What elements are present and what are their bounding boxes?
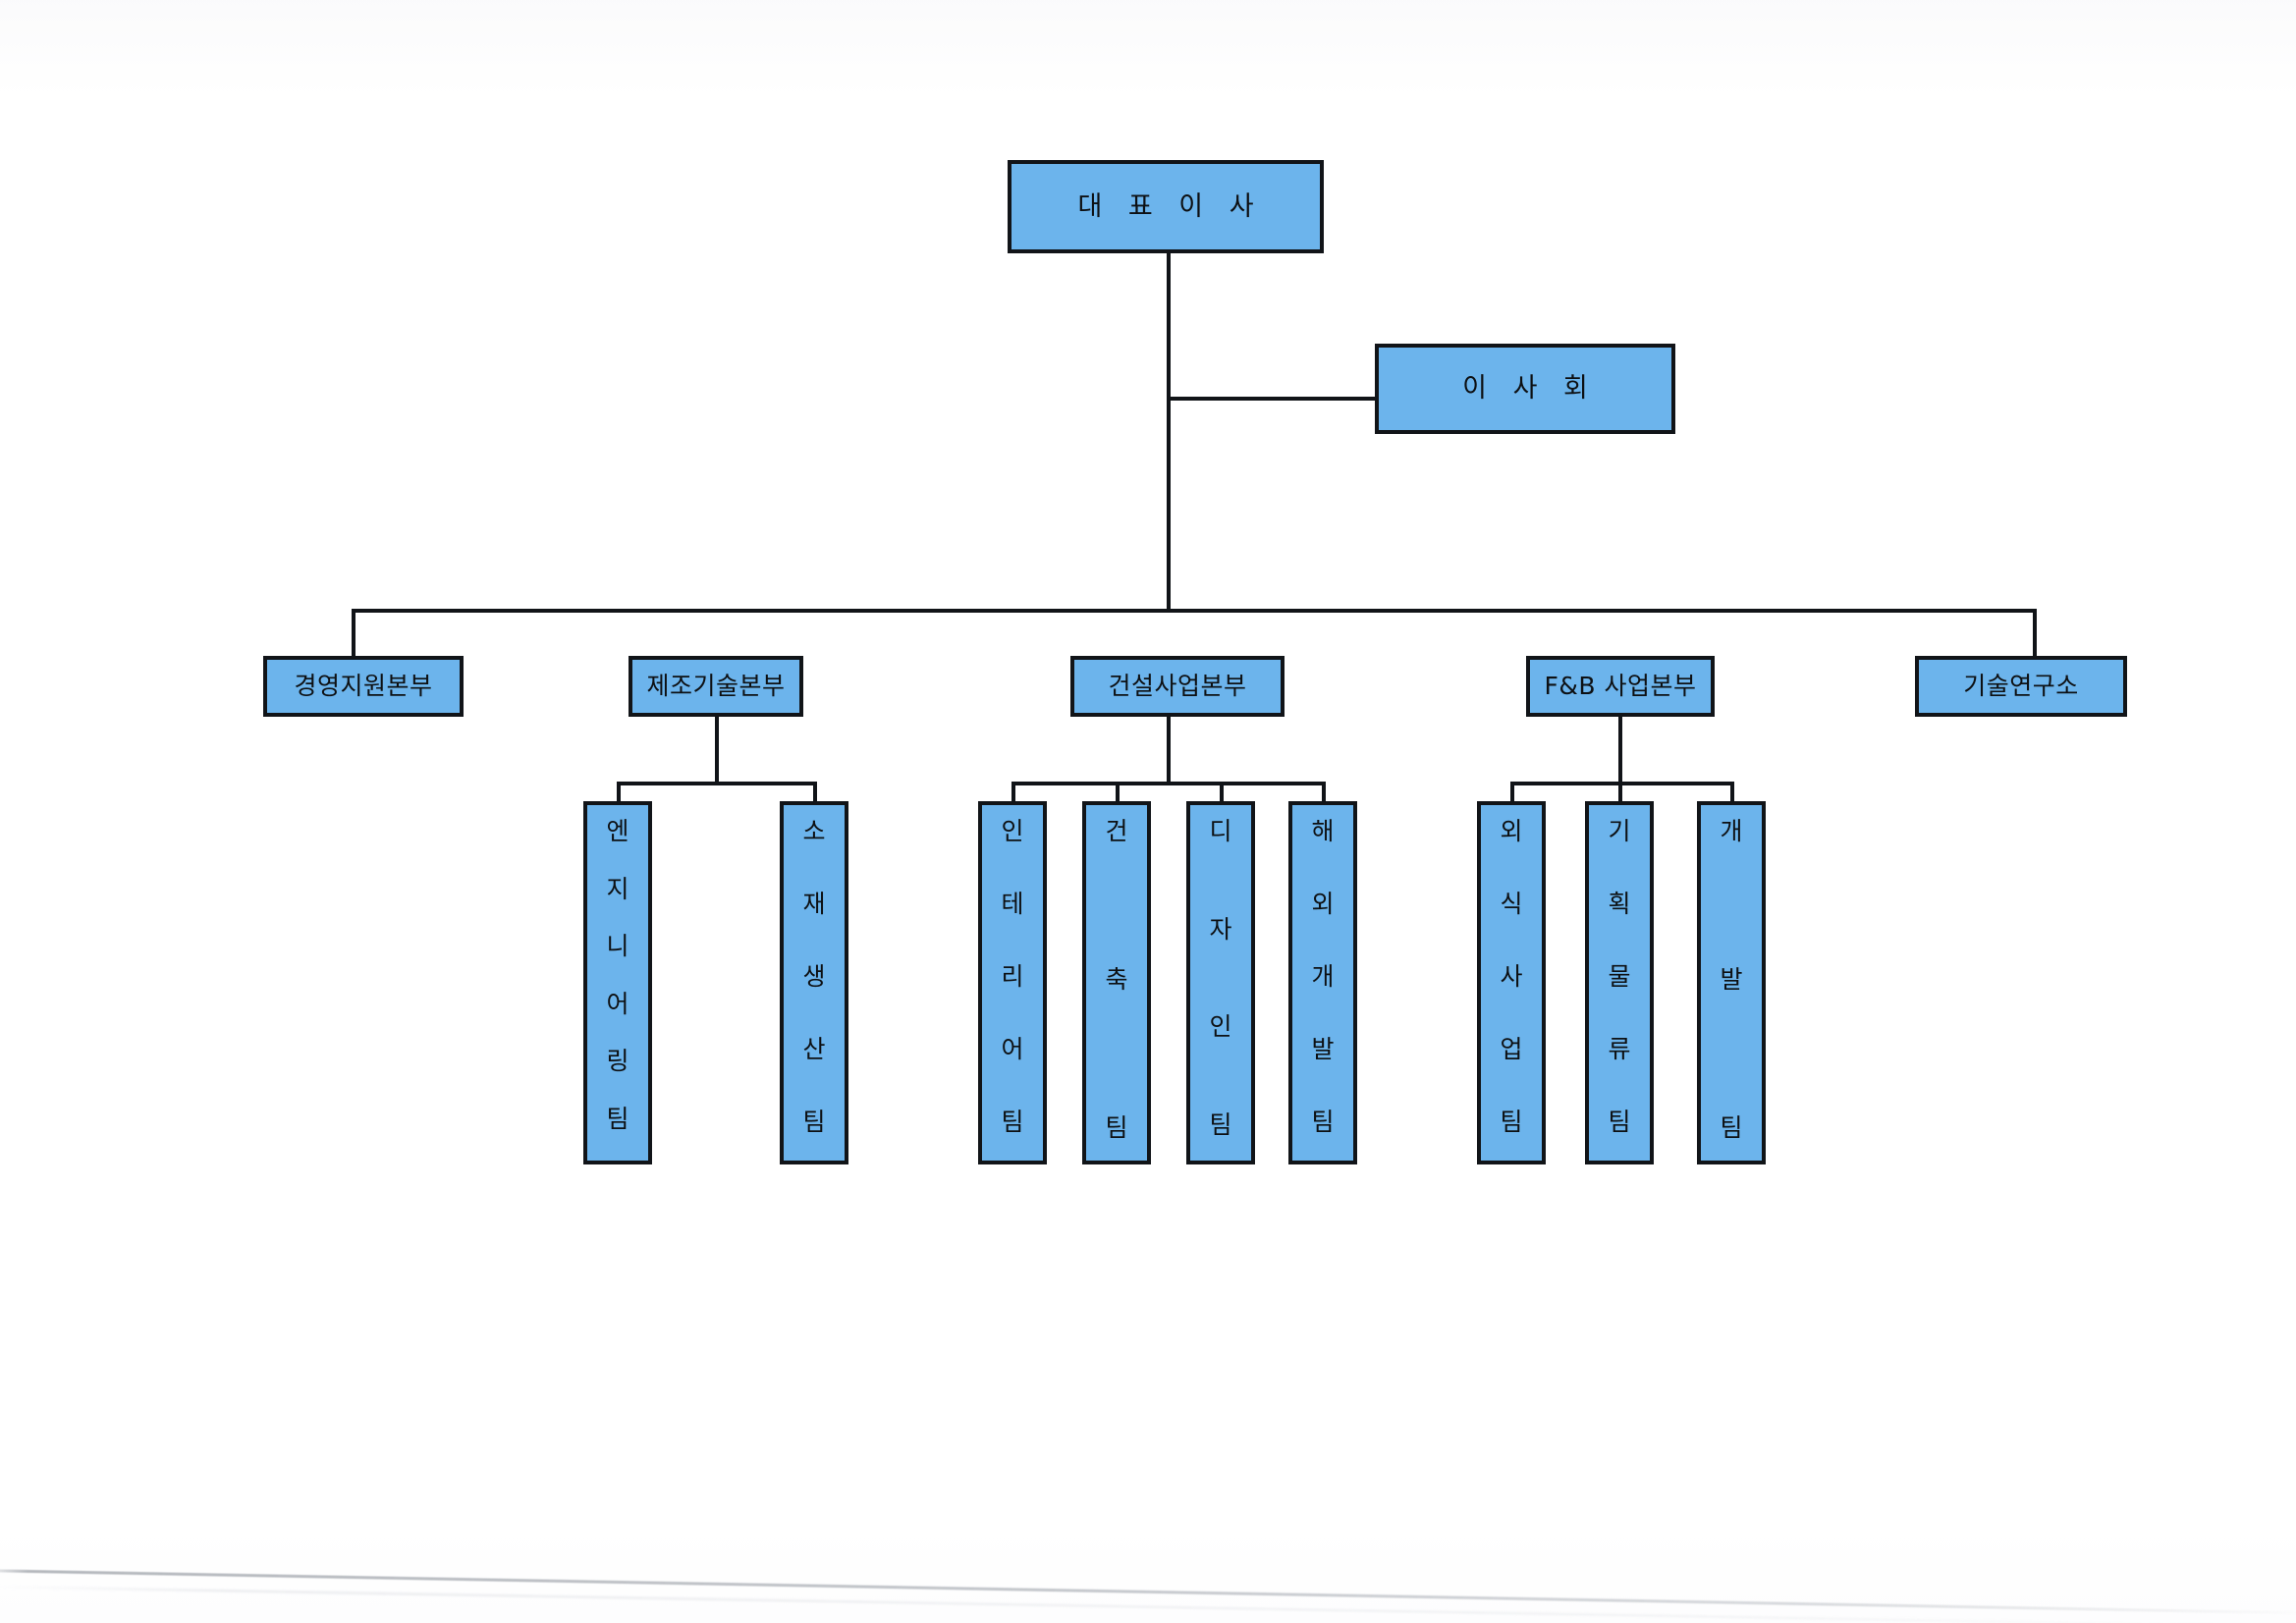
- syllable: 외: [1311, 890, 1335, 918]
- node-division-management-support[interactable]: 경영지원본부: [263, 656, 464, 717]
- syllable: 인: [1209, 1012, 1232, 1042]
- syllable: 물: [1608, 962, 1631, 991]
- syllable: 팀: [1500, 1108, 1523, 1136]
- connector-drop-engineering: [617, 782, 621, 803]
- node-ceo-label: 대 표 이 사: [1077, 190, 1263, 222]
- connector-drop-management: [352, 609, 355, 656]
- syllable: 링: [606, 1047, 629, 1076]
- syllable: 니: [606, 932, 629, 961]
- syllable: 생: [802, 962, 826, 991]
- syllable: 테: [1001, 890, 1024, 918]
- connector-drop-development: [1730, 782, 1734, 803]
- syllable: 소: [802, 817, 826, 845]
- syllable: 어: [1001, 1035, 1024, 1063]
- syllable: 팀: [1311, 1108, 1335, 1136]
- syllable: 해: [1311, 817, 1335, 845]
- node-division-rnd-institute[interactable]: 기술연구소: [1915, 656, 2127, 717]
- connector-drop-overseas: [1322, 782, 1326, 803]
- syllable: 리: [1001, 962, 1024, 991]
- connector-stem-fnb: [1618, 717, 1622, 785]
- syllable: 발: [1311, 1035, 1335, 1063]
- syllable: 업: [1500, 1035, 1523, 1063]
- node-ceo[interactable]: 대 표 이 사: [1008, 160, 1324, 253]
- node-division-rnd-institute-label: 기술연구소: [1963, 671, 2079, 700]
- connector-drop-architecture: [1116, 782, 1120, 803]
- connector-bus-fnb: [1510, 782, 1734, 785]
- syllable: 팀: [1209, 1109, 1232, 1139]
- syllable: 개: [1720, 817, 1743, 845]
- syllable: 건: [1105, 817, 1128, 845]
- syllable: 사: [1500, 962, 1523, 991]
- connector-ceo-stem: [1167, 251, 1171, 611]
- syllable: 인: [1001, 817, 1024, 845]
- node-division-fnb-business-label: F&B 사업본부: [1544, 671, 1697, 700]
- syllable: 어: [606, 989, 629, 1018]
- connector-drop-material: [813, 782, 817, 803]
- syllable: 외: [1500, 817, 1523, 845]
- syllable: 축: [1105, 965, 1128, 994]
- syllable: 팀: [606, 1104, 629, 1133]
- syllable: 식: [1500, 890, 1523, 918]
- connector-drop-interior: [1011, 782, 1015, 803]
- syllable: 팀: [1608, 1108, 1631, 1136]
- syllable: 기: [1608, 817, 1631, 845]
- syllable: 팀: [802, 1108, 826, 1136]
- syllable: 지: [606, 874, 629, 903]
- connector-stem-construction: [1167, 717, 1171, 785]
- syllable: 재: [802, 890, 826, 918]
- connector-stem-manufacturing: [715, 717, 719, 785]
- syllable: 팀: [1105, 1113, 1128, 1142]
- syllable: 엔: [606, 817, 629, 845]
- connector-drop-rnd: [2033, 609, 2037, 656]
- syllable: 산: [802, 1035, 826, 1063]
- connector-bus-manufacturing: [617, 782, 817, 785]
- connector-division-bus: [352, 609, 2037, 613]
- connector-drop-design: [1220, 782, 1224, 803]
- syllable: 자: [1209, 914, 1232, 944]
- syllable: 발: [1720, 965, 1743, 994]
- syllable: 팀: [1001, 1108, 1024, 1136]
- connector-drop-foodservice: [1510, 782, 1514, 803]
- node-division-manufacturing-technology[interactable]: 제조기술본부: [629, 656, 803, 717]
- node-division-construction-business[interactable]: 건설사업본부: [1070, 656, 1285, 717]
- syllable: 디: [1209, 817, 1232, 845]
- connector-ceo-to-board: [1167, 397, 1377, 401]
- connector-bus-construction: [1011, 782, 1326, 785]
- syllable: 팀: [1720, 1113, 1743, 1142]
- node-board-of-directors-label: 이 사 회: [1462, 373, 1597, 405]
- connector-drop-logistics: [1618, 782, 1622, 803]
- node-division-construction-business-label: 건설사업본부: [1108, 671, 1247, 700]
- node-division-manufacturing-technology-label: 제조기술본부: [646, 671, 786, 700]
- node-division-management-support-label: 경영지원본부: [294, 671, 433, 700]
- syllable: 개: [1311, 962, 1335, 991]
- node-division-fnb-business[interactable]: F&B 사업본부: [1526, 656, 1715, 717]
- node-board-of-directors[interactable]: 이 사 회: [1375, 344, 1675, 434]
- syllable: 류: [1608, 1035, 1631, 1063]
- syllable: 획: [1608, 890, 1631, 918]
